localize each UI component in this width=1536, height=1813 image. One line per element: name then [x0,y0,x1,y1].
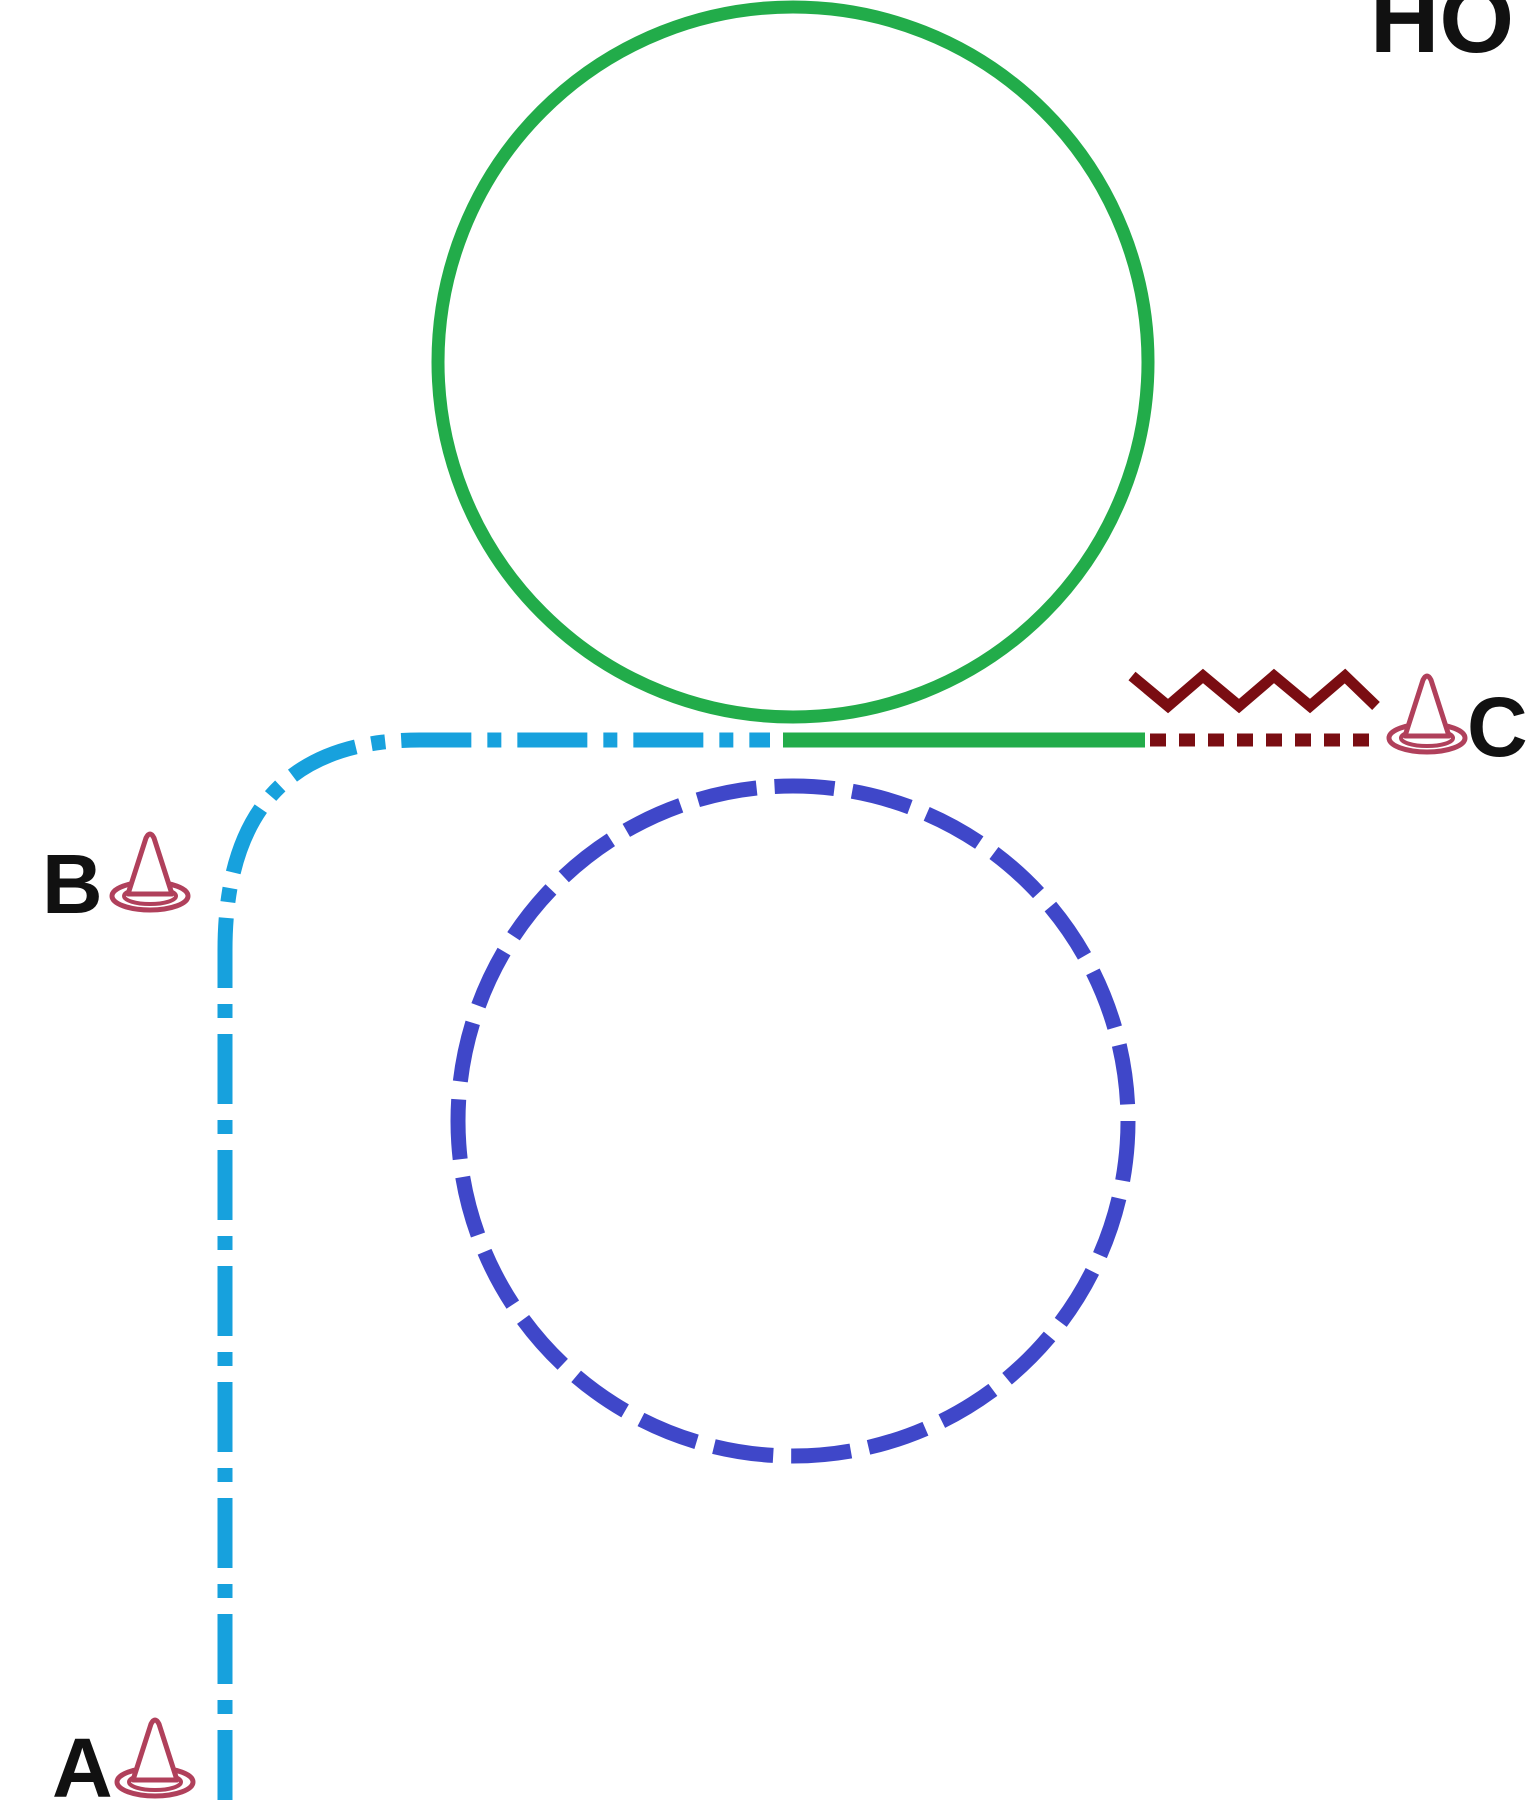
upper-loop-solid [431,0,1155,724]
zigzag-section [1128,668,1380,714]
traffic-cone-icon [109,831,191,913]
lower-loop-dashed [450,778,1136,1464]
traffic-cone-icon [114,1717,196,1799]
approach-track-dash-dot [217,732,770,1800]
diagram-title: HO [1370,0,1514,73]
traffic-cone-icon [1386,673,1468,755]
point-c-label: C [1467,680,1528,774]
point-b-label: B [42,837,103,931]
point-a-label: A [52,1721,113,1813]
